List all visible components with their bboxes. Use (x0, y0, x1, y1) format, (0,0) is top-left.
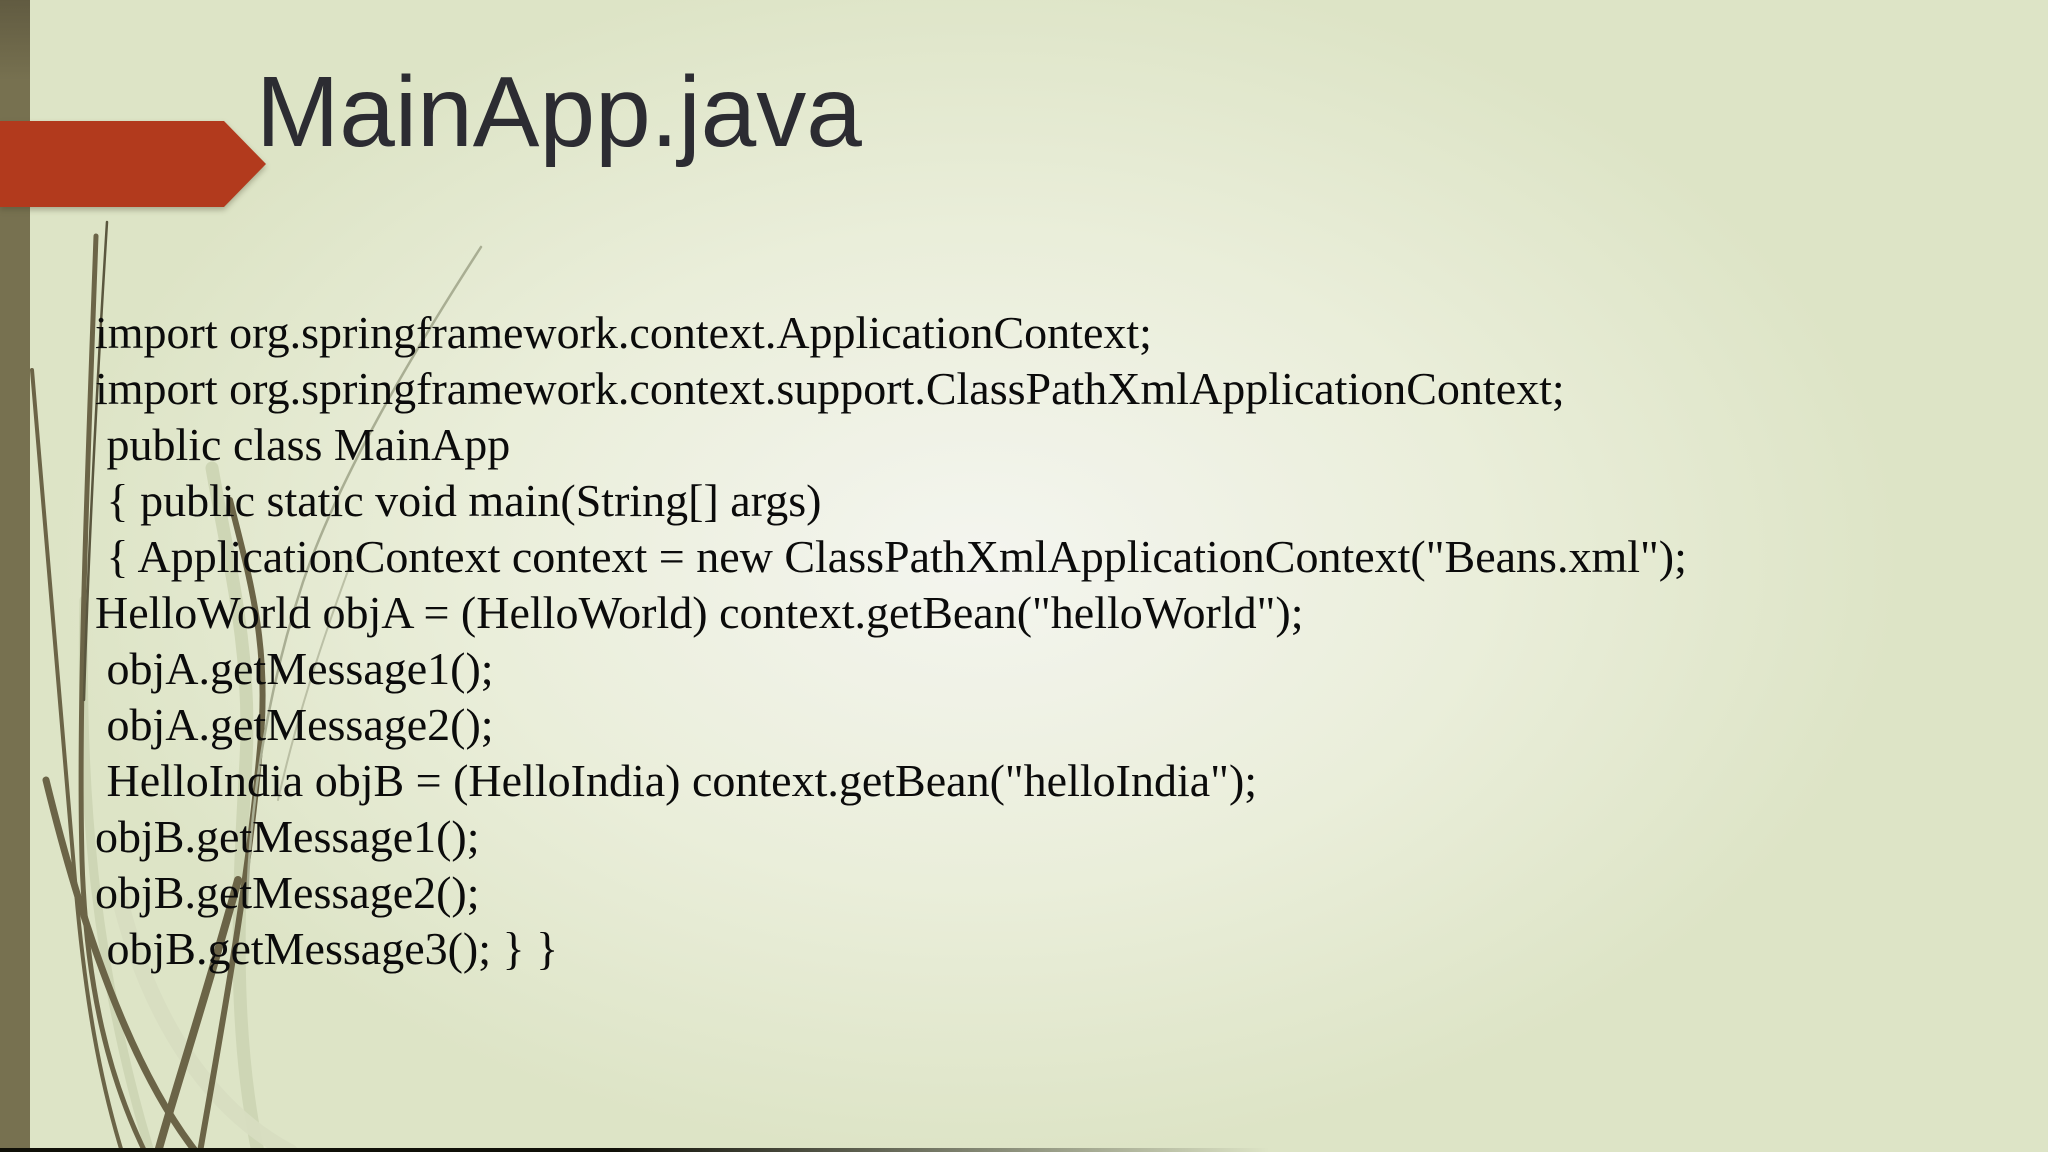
code-line: { ApplicationContext context = new Class… (95, 531, 1687, 582)
slide-title: MainApp.java (256, 56, 862, 168)
grass-blade-dark (154, 876, 242, 1152)
code-line: import org.springframework.context.suppo… (95, 363, 1565, 414)
grass-blade-dark (78, 233, 148, 1152)
grass-blade-pale (205, 461, 265, 1152)
grass-blade-thin (82, 220, 109, 702)
red-arrow-banner (0, 121, 266, 207)
code-line: { public static void main(String[] args) (95, 475, 822, 526)
grass-blade-dark (30, 368, 124, 1152)
code-line: public class MainApp (95, 419, 511, 470)
red-arrow-shape (0, 121, 266, 207)
code-line: objA.getMessage1(); (95, 643, 494, 694)
grass-blade-dark (42, 776, 200, 1152)
code-line: HelloIndia objB = (HelloIndia) context.g… (95, 755, 1258, 806)
grass-blade-thin (245, 245, 483, 907)
code-line: objA.getMessage2(); (95, 699, 494, 750)
code-line: objB.getMessage2(); (95, 867, 480, 918)
code-line: HelloWorld objA = (HelloWorld) context.g… (95, 587, 1304, 638)
code-line: objB.getMessage3(); } } (95, 923, 559, 974)
code-line: import org.springframework.context.Appli… (95, 307, 1152, 358)
grass-blade-thin (277, 559, 353, 801)
code-block: import org.springframework.context.Appli… (95, 305, 1895, 977)
bottom-edge-shadow (0, 1148, 2048, 1152)
code-line: objB.getMessage1(); (95, 811, 480, 862)
